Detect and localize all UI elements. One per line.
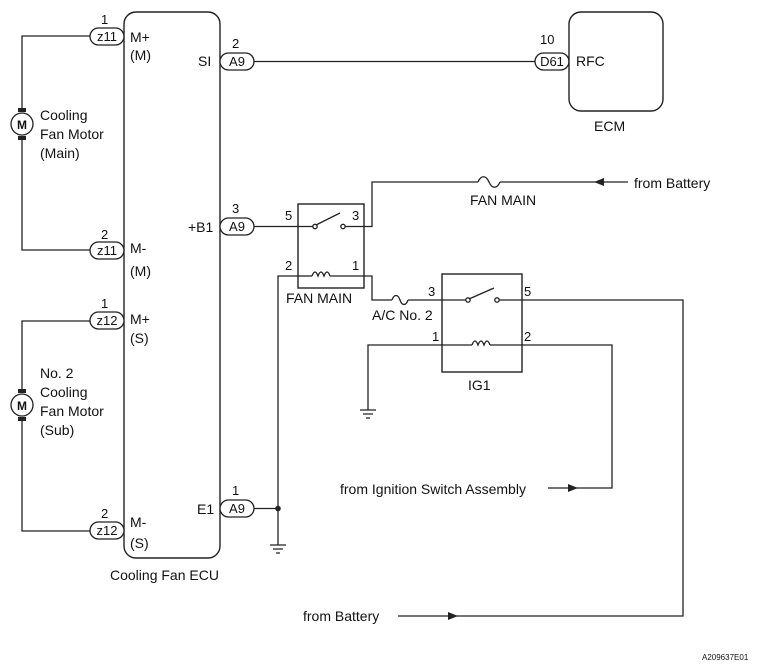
ecu-pin-mminus-sub-sub: (S) bbox=[130, 535, 149, 551]
relay-fan-main-pin-5: 5 bbox=[285, 208, 292, 223]
ecm-box bbox=[568, 11, 664, 112]
ecu-pin-mplus-main: M+ bbox=[130, 29, 150, 45]
connector-z11-bottom-pin: 2 bbox=[101, 227, 108, 242]
connector-a9-e1-id: A9 bbox=[229, 501, 245, 516]
connector-a9-e1-pin: 1 bbox=[232, 483, 239, 498]
ecu-pin-mplus-sub-sub: (S) bbox=[130, 330, 149, 346]
motor-sub-label-2: Cooling bbox=[40, 384, 87, 400]
motor-main-symbol bbox=[10, 112, 34, 136]
relay-ig1-pin-5: 5 bbox=[524, 284, 531, 299]
relay-fan-main-pin-3: 3 bbox=[352, 208, 359, 223]
relay-fan-main-switch bbox=[315, 212, 341, 226]
ecm-terminal: RFC bbox=[576, 53, 605, 69]
wire-motor-main-top bbox=[21, 35, 90, 111]
connector-z12-top-id: z12 bbox=[97, 313, 118, 328]
wire-ig1-ground bbox=[367, 344, 442, 410]
relay-fan-main-label: FAN MAIN bbox=[286, 290, 352, 306]
connector-a9-si-id: A9 bbox=[229, 54, 245, 69]
source-battery-top: from Battery bbox=[634, 175, 710, 191]
figure-id: A209637E01 bbox=[702, 653, 749, 662]
ground-ig1-symbol bbox=[360, 409, 376, 419]
ground-e1-symbol bbox=[270, 544, 286, 554]
connector-d61-id: D61 bbox=[540, 54, 564, 69]
connector-z12-top-pin: 1 bbox=[101, 296, 108, 311]
connector-z11-bottom-id: z11 bbox=[97, 243, 117, 258]
connector-z12-bottom bbox=[89, 521, 125, 540]
ecu-pin-mplus-sub: M+ bbox=[130, 311, 150, 327]
motor-main-label-1: Cooling bbox=[40, 107, 87, 123]
ecu-pin-e1: E1 bbox=[197, 501, 214, 517]
relay-ig1 bbox=[441, 273, 523, 373]
connector-z11-top bbox=[89, 27, 125, 46]
ecu-pin-mminus-main: M- bbox=[130, 240, 147, 256]
motor-main-label-2: Fan Motor bbox=[40, 126, 104, 142]
ecu-pin-si: SI bbox=[198, 53, 211, 69]
connector-z12-bottom-id: z12 bbox=[97, 523, 118, 538]
motor-sub-label-1: No. 2 bbox=[40, 365, 74, 381]
motor-sub-label-4: (Sub) bbox=[40, 422, 74, 438]
relay-fan-main-pin-1: 1 bbox=[352, 258, 359, 273]
motor-sub-label-3: Fan Motor bbox=[40, 403, 104, 419]
connector-d61-pin: 10 bbox=[540, 32, 554, 47]
connector-z11-top-pin: 1 bbox=[101, 12, 108, 27]
motor-sub-letter: M bbox=[17, 399, 27, 413]
fuse-fan-main bbox=[477, 176, 501, 188]
ecu-pin-mminus-sub: M- bbox=[130, 514, 147, 530]
fuse-ac-no2-label: A/C No. 2 bbox=[372, 307, 433, 323]
wire-motor-main-bottom bbox=[21, 137, 90, 251]
relay-ig1-pin-2: 2 bbox=[524, 329, 531, 344]
ecu-label: Cooling Fan ECU bbox=[110, 567, 219, 583]
wire-ignition bbox=[522, 344, 613, 489]
motor-main-letter: M bbox=[17, 118, 27, 132]
cooling-fan-ecu-box bbox=[123, 11, 221, 559]
fuse-ac-no2 bbox=[391, 294, 409, 306]
relay-fan-main-coil bbox=[311, 271, 331, 278]
ecm-label: ECM bbox=[594, 118, 625, 134]
connector-z11-top-id: z11 bbox=[97, 29, 117, 44]
motor-sub-symbol bbox=[10, 393, 34, 417]
wire-motor-sub-top bbox=[21, 320, 90, 392]
relay-ig1-pin-3: 3 bbox=[428, 284, 435, 299]
motor-main-label-3: (Main) bbox=[40, 145, 80, 161]
relay-ig1-switch bbox=[468, 287, 495, 300]
wire-motor-sub-bottom bbox=[21, 418, 90, 532]
ecu-pin-b1: +B1 bbox=[188, 219, 214, 235]
connector-z12-bottom-pin: 2 bbox=[101, 506, 108, 521]
relay-fan-main-pin-2: 2 bbox=[285, 258, 292, 273]
relay-ig1-label: IG1 bbox=[468, 377, 491, 393]
connector-z11-bottom bbox=[89, 241, 125, 260]
source-ignition: from Ignition Switch Assembly bbox=[340, 481, 526, 497]
relay-ig1-coil bbox=[471, 340, 491, 347]
connector-a9-si-pin: 2 bbox=[232, 36, 239, 51]
relay-ig1-pin-1: 1 bbox=[432, 329, 439, 344]
fuse-fan-main-label: FAN MAIN bbox=[470, 192, 536, 208]
connector-a9-b1-pin: 3 bbox=[232, 201, 239, 216]
wire-relay-coil-ground bbox=[277, 275, 298, 545]
source-battery-bottom: from Battery bbox=[303, 608, 379, 624]
ecu-pin-mplus-main-sub: (M) bbox=[130, 47, 151, 63]
connector-z12-top bbox=[89, 311, 125, 330]
wire-battery-bottom bbox=[398, 299, 684, 617]
connector-a9-b1-id: A9 bbox=[229, 219, 245, 234]
ecu-pin-mminus-main-sub: (M) bbox=[130, 263, 151, 279]
